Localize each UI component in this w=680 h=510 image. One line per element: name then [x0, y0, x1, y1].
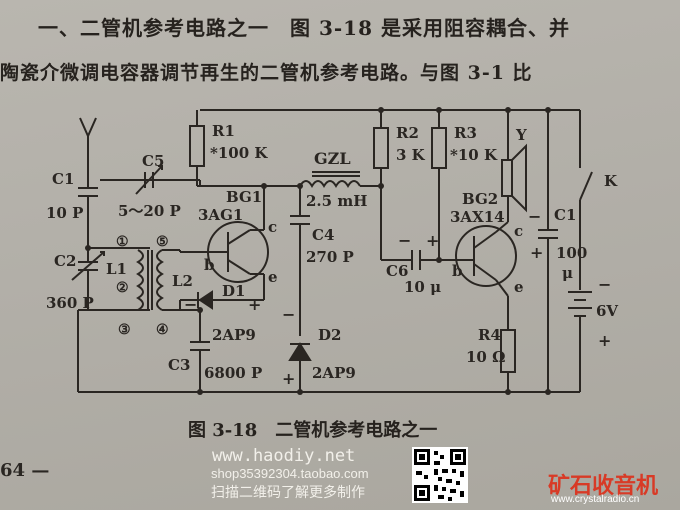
label-c7: C1 — [554, 206, 576, 224]
label-d1: D1 — [222, 282, 245, 300]
label-pin-5: ⑤ — [156, 234, 169, 250]
label-c5-value: 5～20 P — [118, 202, 181, 220]
label-d1-type: 2AP9 — [212, 326, 256, 344]
label-d1-plus: + — [248, 295, 261, 314]
label-c7-plus: + — [530, 243, 543, 262]
label-gzl: GZL — [314, 149, 351, 168]
label-pin-3: ③ — [118, 322, 131, 338]
label-r2: R2 — [396, 124, 419, 142]
label-battery-minus: − — [598, 275, 611, 294]
label-c2-value: 360 P — [46, 294, 94, 312]
label-c6-value: 10 μ — [404, 278, 441, 296]
label-bg2-base: b — [452, 262, 463, 280]
label-speaker-y: Y — [515, 126, 527, 144]
label-c4-value: 270 P — [306, 248, 354, 266]
label-c3: C3 — [168, 356, 190, 374]
label-switch-k: K — [604, 172, 618, 190]
label-c1: C1 — [52, 170, 74, 188]
label-c6: C6 — [386, 262, 408, 280]
label-battery: 6V — [596, 302, 618, 320]
label-r4-value: 10 Ω — [466, 348, 505, 366]
label-c7-unit: μ — [562, 264, 573, 282]
label-bg1-collector: c — [268, 218, 277, 236]
label-c3-value: 6800 P — [204, 364, 262, 382]
label-pin-4: ④ — [156, 322, 169, 338]
label-bg1: BG1 — [226, 188, 262, 206]
watermark-scan-text: 扫描二维码了解更多制作 — [211, 485, 365, 501]
body-text-line-2: 陶瓷介微调电容器调节再生的二管机参考电路。与图 3-1 比 — [0, 62, 533, 84]
label-d2-type: 2AP9 — [312, 364, 356, 382]
label-pin-1: ① — [116, 234, 129, 250]
label-c7-minus: − — [528, 207, 541, 226]
label-r1-value: *100 K — [210, 144, 268, 162]
watermark-shop: shop35392304.taobao.com — [211, 466, 369, 481]
label-c6-plus: + — [426, 231, 439, 250]
label-bg2-type: 3AX14 — [450, 208, 505, 226]
page-number: 64 — — [0, 460, 50, 481]
label-c5: C5 — [142, 152, 164, 170]
label-r4: R4 — [478, 326, 501, 344]
label-gzl-value: 2.5 mH — [306, 192, 367, 210]
watermark-brand-url: www.crystalradio.cn — [551, 494, 640, 505]
figure-caption: 图 3-18 二管机参考电路之一 — [188, 420, 438, 441]
label-c1-value: 10 P — [46, 204, 83, 222]
label-bg1-base: b — [204, 256, 215, 274]
label-c4: C4 — [312, 226, 334, 244]
label-c2: C2 — [54, 252, 76, 270]
label-c7-value: 100 — [556, 244, 587, 262]
label-bg2: BG2 — [462, 190, 498, 208]
label-bg1-emitter: e — [268, 268, 278, 286]
label-d2-minus: − — [282, 305, 295, 324]
watermark-brand: 矿石收音机 — [548, 474, 659, 499]
label-bg1-type: 3AG1 — [198, 206, 243, 224]
label-l2: L2 — [172, 272, 193, 290]
body-text-line-1: 一、二管机参考电路之一 图 3-18 是采用阻容耦合、并 — [38, 16, 570, 40]
label-bg2-collector: c — [514, 222, 523, 240]
label-r3: R3 — [454, 124, 477, 142]
label-pin-2: ② — [116, 280, 129, 296]
label-c6-minus: − — [398, 231, 411, 250]
label-bg2-emitter: e — [514, 278, 524, 296]
label-r2-value: 3 K — [396, 146, 426, 164]
label-battery-plus: + — [598, 331, 611, 350]
label-d2-plus: + — [282, 369, 295, 388]
label-l1: L1 — [106, 260, 127, 278]
watermark-site: www.haodiy.net — [212, 446, 356, 466]
label-r3-value: *10 K — [450, 146, 498, 164]
label-d2: D2 — [318, 326, 341, 344]
qr-code-icon — [412, 447, 468, 503]
label-r1: R1 — [212, 122, 235, 140]
label-d1-minus: − — [184, 295, 197, 314]
